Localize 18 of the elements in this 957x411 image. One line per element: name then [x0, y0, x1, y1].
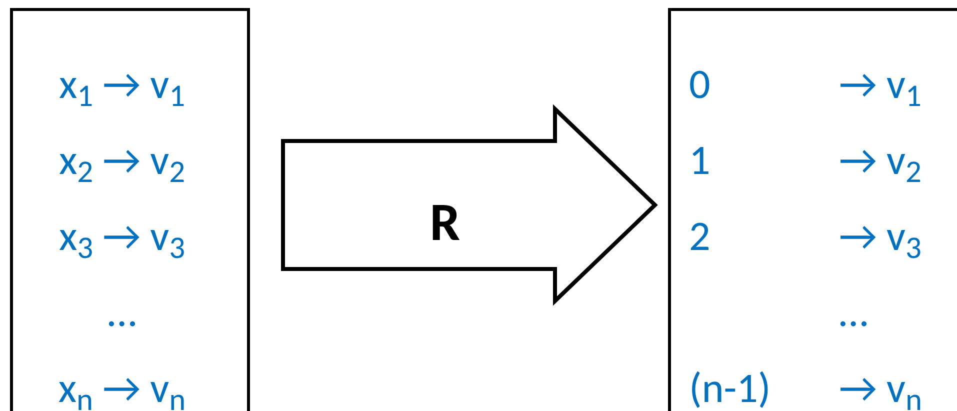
mapping-text: 0 [689, 58, 712, 112]
list-box [668, 8, 957, 411]
block-arrow [281, 104, 658, 306]
mapping-text: x$_{1}$ → v$_{1}$ [58, 58, 186, 117]
mapping-text: … [839, 286, 869, 340]
mapping-text: → v$_{n}$ [839, 362, 924, 411]
mapping-text: 1 [689, 134, 712, 188]
mapping-text: (n-1) [689, 362, 772, 411]
mapping-text: → v$_{3}$ [839, 210, 922, 269]
mapping-text: x$_{n}$ → v$_{n}$ [58, 362, 186, 411]
mapping-text: → v$_{1}$ [839, 58, 922, 117]
list-box [10, 8, 250, 411]
mapping-text: x$_{3}$ → v$_{3}$ [58, 210, 186, 269]
mapping-text: … [108, 286, 136, 340]
mapping-text: → v$_{2}$ [839, 134, 922, 193]
mapping-text: 2 [689, 210, 712, 264]
mapping-text: x$_{2}$ → v$_{2}$ [58, 134, 186, 193]
edge-label: R [430, 195, 460, 249]
